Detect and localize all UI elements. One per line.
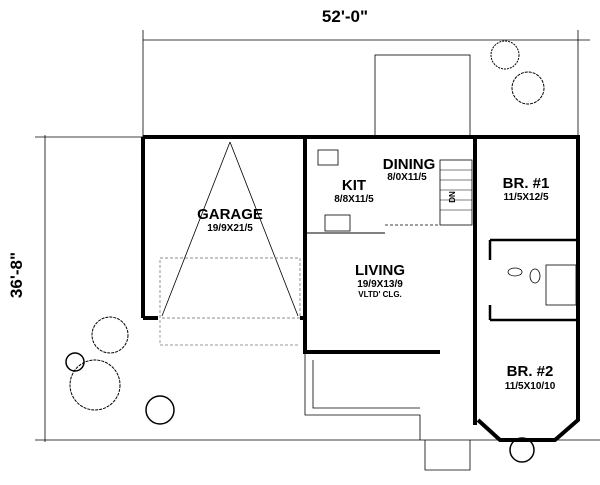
room-size-br2: 11/5X10/10: [505, 381, 556, 392]
width-dimension-line: [142, 30, 590, 140]
room-name-br2: BR. #2: [507, 363, 554, 380]
width-dimension: 52'-0": [322, 7, 368, 26]
house-walls: [303, 135, 580, 471]
room-size-kit: 8/8X11/5: [334, 194, 374, 205]
rear-patio: [374, 54, 471, 138]
room-size-garage: 19/9X21/5: [207, 223, 253, 234]
stair-down-label: DN: [448, 191, 457, 203]
room-name-garage: GARAGE: [197, 206, 263, 223]
room-size-br1: 11/5X12/5: [503, 192, 548, 203]
room-name-dining: DINING: [383, 156, 436, 173]
room-name-br1: BR. #1: [503, 175, 550, 192]
room-size-living: 19/9X13/9: [357, 279, 403, 290]
stairs: [440, 169, 472, 211]
room-size-dining: 8/0X11/5: [387, 172, 427, 183]
room-name-living: LIVING: [355, 262, 405, 279]
tree-icon: [65, 40, 545, 463]
room-note-living: VLTD' CLG.: [358, 290, 402, 299]
garage: [141, 135, 305, 346]
room-name-kit: KIT: [342, 177, 366, 194]
depth-dimension: 36'-8": [7, 252, 26, 298]
